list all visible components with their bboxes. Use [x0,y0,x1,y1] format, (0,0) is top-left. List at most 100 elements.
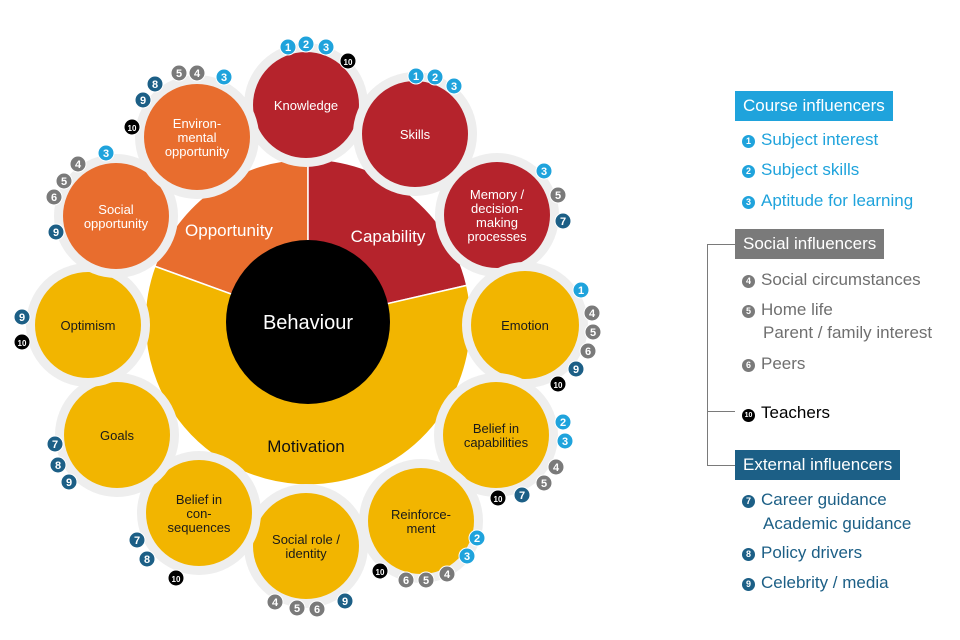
badge-5-icon: 5 [288,599,306,617]
bubble-label-line: ment [407,521,436,536]
badge-7-icon: 7 [46,435,64,453]
badge-number: 5 [541,478,547,490]
badge-number: 3 [323,42,329,54]
badge-4-icon: 4 [547,458,565,476]
badge-circle [339,52,357,70]
badge-number: 4 [272,597,279,609]
badge-circle [535,162,553,180]
legend-label: Policy drivers [761,543,863,562]
badge-circle [47,223,65,241]
badge-circle [13,333,31,351]
bubble-disc [63,163,169,269]
badge-number: 6 [314,604,320,616]
badge-3-icon: 3 [445,77,463,95]
behaviour-core [226,240,390,404]
badge-circle [438,565,456,583]
badge-number: 3 [451,81,457,93]
legend-label: Aptitude for learning [761,191,914,210]
legend-social-title: Social influencers [735,229,885,259]
badge-circle [266,593,284,611]
bubble-disc [362,81,468,187]
behaviour-label: Behaviour [263,312,353,334]
badge-number: 3 [103,148,109,160]
badge-2-icon: 2 [554,413,572,431]
legend-item-parent-family: Parent / family interest [763,323,933,342]
badge-8-icon: 8 [49,456,67,474]
badge-5-icon: 5 [549,186,567,204]
badge-5-icon: 5 [584,323,602,341]
badge-number: 1 [285,42,291,54]
badge-icon: 4 [742,275,755,288]
badge-circle [513,486,531,504]
bubble-disc [144,84,250,190]
badge-6-icon: 6 [579,342,597,360]
badge-number: 9 [573,364,579,376]
badge-circle [445,77,463,95]
badge-7-icon: 7 [554,212,572,230]
bubble-disc [35,272,141,378]
badge-number: 4 [75,159,82,171]
badge-4-icon: 4 [69,155,87,173]
legend-connector-social [707,244,735,245]
badge-number: 9 [66,477,72,489]
bubble-knowledge: Knowledge [244,43,368,167]
badge-10-icon: 10 [167,569,185,587]
badge-icon: 2 [742,165,755,178]
badge-icon: 9 [742,578,755,591]
legend-label: Peers [761,354,806,373]
bubble-label-line: Optimism [61,318,116,333]
badge-circle [97,144,115,162]
bubble-label-line: Belief in [473,421,519,436]
badge-5-icon: 5 [170,64,188,82]
bubble-goals: Goals [55,373,179,497]
badge-3-icon: 3 [317,38,335,56]
bubble-skills: Skills [353,72,477,196]
sector-label-opportunity: Opportunity [185,221,273,240]
bubble-label-line: Knowledge [274,98,338,113]
badge-circle [123,118,141,136]
badge-circle [426,68,444,86]
badge-circle [134,91,152,109]
bubble-label-line: opportunity [165,144,230,159]
bubble-label-line: Reinforce- [391,507,451,522]
bubble-disc [471,271,579,379]
bubble-label-line: Emotion [501,318,549,333]
badge-number: 10 [554,381,563,390]
badge-1-icon: 1 [279,38,297,56]
bubble-label-line: Social [98,202,134,217]
legend-item-aptitude: 3 Aptitude for learning [742,189,913,212]
badge-circle [146,75,164,93]
badge-circle [138,550,156,568]
badge-2-icon: 2 [468,529,486,547]
legend-course-title: Course influencers [735,91,893,121]
badge-number: 2 [474,533,480,545]
badge-circle [167,569,185,587]
badge-3-icon: 3 [97,144,115,162]
badge-4-icon: 4 [188,64,206,82]
bubble-label-line: con- [186,506,211,521]
badge-number: 5 [555,190,561,202]
badge-icon: 3 [742,196,755,209]
sector-label-capability: Capability [351,227,426,246]
badge-number: 9 [342,596,348,608]
badge-circle [128,531,146,549]
badge-number: 5 [176,68,182,80]
badge-icon: 8 [742,548,755,561]
badge-number: 4 [553,462,560,474]
badge-number: 5 [423,575,429,587]
badge-circle [549,375,567,393]
badge-circle [371,562,389,580]
badge-5-icon: 5 [417,571,435,589]
badge-1-icon: 1 [572,281,590,299]
badge-circle [288,599,306,617]
badge-3-icon: 3 [535,162,553,180]
badge-icon: 6 [742,359,755,372]
bubble-disc [368,468,474,574]
badge-number: 8 [152,79,158,91]
badge-3-icon: 3 [215,68,233,86]
